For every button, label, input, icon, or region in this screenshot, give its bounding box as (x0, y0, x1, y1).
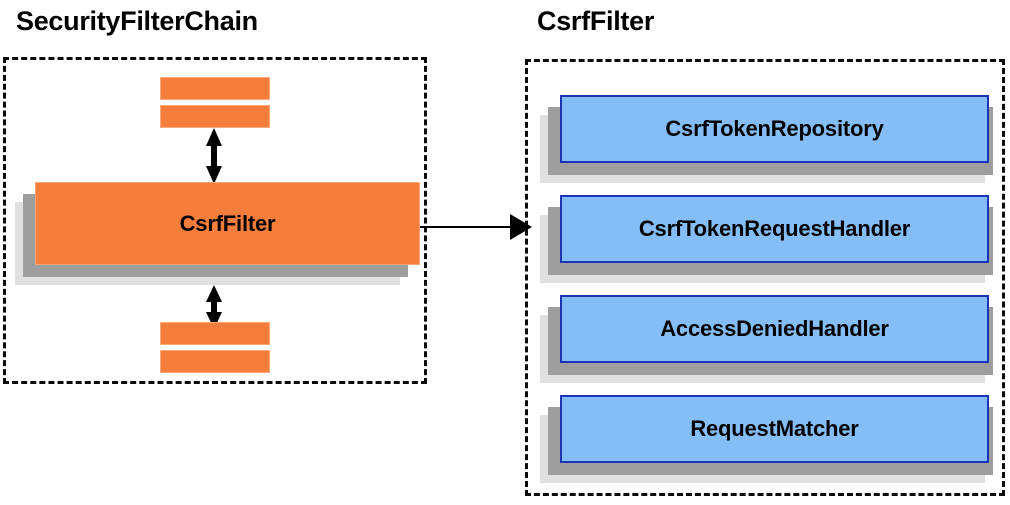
collaborator-box-csrf-token-request-handler: CsrfTokenRequestHandler (540, 195, 1005, 283)
csrffilter-box-label: CsrfFilter (35, 182, 420, 265)
page-title-security-filter-chain: SecurityFilterChain (16, 6, 258, 36)
collaborator-label: CsrfTokenRequestHandler (560, 195, 989, 263)
filter-stripe-top-2 (160, 105, 270, 128)
bidirectional-arrow-above-csrffilter (205, 128, 223, 189)
collaborator-box-access-denied-handler: AccessDeniedHandler (540, 295, 1005, 383)
csrffilter-box: CsrfFilter (15, 182, 420, 285)
bidirectional-arrow-below-csrffilter (205, 285, 223, 334)
security-filter-chain-container (3, 57, 427, 384)
collaborator-box-csrf-token-repository: CsrfTokenRepository (540, 95, 1005, 183)
connector-arrow-csrffilter-to-detail (420, 212, 532, 247)
csrffilter-detail-container (525, 59, 1005, 496)
filter-stripe-bottom-2 (160, 350, 270, 373)
collaborator-label: CsrfTokenRepository (560, 95, 989, 163)
filter-stripe-top-1 (160, 77, 270, 100)
collaborator-label: AccessDeniedHandler (560, 295, 989, 363)
filter-stripe-bottom-1 (160, 322, 270, 345)
collaborator-label: RequestMatcher (560, 395, 989, 463)
collaborator-box-request-matcher: RequestMatcher (540, 395, 1005, 483)
page-title-csrffilter: CsrfFilter (537, 6, 655, 36)
